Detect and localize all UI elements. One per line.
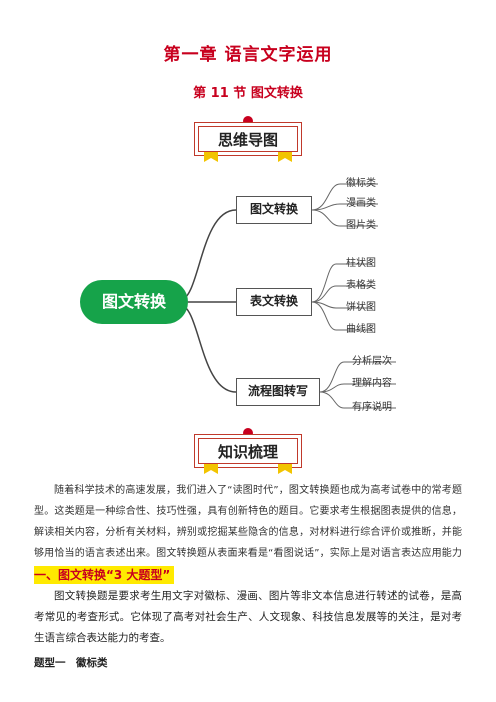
mindmap-branch: 图文转换: [236, 196, 312, 224]
mindmap-banner: 思维导图: [194, 116, 302, 162]
mindmap-leaf: 曲线图: [346, 324, 376, 335]
ribbon-icon: [278, 152, 292, 162]
mindmap-leaf: 分析层次: [352, 356, 392, 367]
subheading: 题型一 徽标类: [34, 657, 108, 669]
mindmap-branch: 流程图转写: [236, 378, 320, 406]
knowledge-banner-label: 知识梳理: [198, 438, 298, 464]
knowledge-banner: 知识梳理: [194, 428, 302, 476]
mindmap-banner-label: 思维导图: [198, 126, 298, 152]
ribbon-icon: [204, 464, 218, 474]
mindmap-leaf: 饼状图: [346, 302, 376, 313]
section-title: 第 11 节 图文转换: [193, 86, 303, 101]
mindmap-leaf: 徽标类: [346, 178, 376, 189]
mindmap-branch: 表文转换: [236, 288, 312, 316]
chapter-title: 第一章 语言文字运用: [163, 45, 333, 65]
body-paragraph: 图文转换题是要求考生用文字对徽标、漫画、图片等非文本信息进行转述的试卷，是高考常…: [34, 590, 462, 644]
mindmap-leaf: 表格类: [346, 280, 376, 291]
pin-icon: [243, 428, 253, 438]
mindmap-leaf: 漫画类: [346, 198, 376, 209]
ribbon-icon: [278, 464, 292, 474]
mindmap-leaf: 图片类: [346, 220, 376, 231]
ribbon-icon: [204, 152, 218, 162]
section-heading: 一、图文转换“3 大题型”: [34, 566, 175, 584]
pin-icon: [243, 116, 253, 126]
mindmap-root: 图文转换: [80, 280, 188, 324]
mindmap-leaf: 有序说明: [352, 402, 392, 413]
mindmap-leaf: 理解内容: [352, 378, 392, 389]
mindmap-leaf: 柱状图: [346, 258, 376, 269]
